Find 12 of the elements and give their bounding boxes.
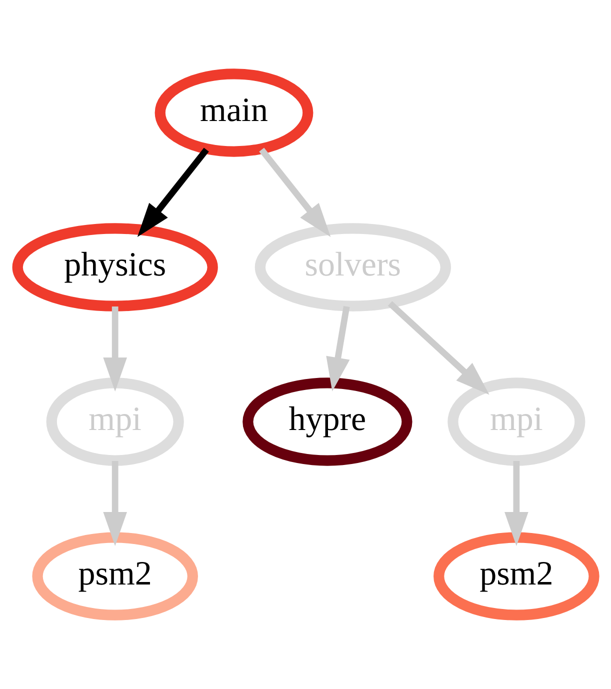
node-ellipse: psm2	[433, 532, 599, 620]
node-ellipse: main	[154, 68, 313, 157]
node-ellipse: hypre	[242, 378, 412, 466]
arrow	[326, 306, 350, 392]
node-ellipse: physics	[12, 223, 218, 312]
node-ellipse: psm2	[32, 532, 198, 620]
arrow	[102, 306, 126, 392]
arrow	[504, 461, 528, 546]
arrow	[102, 461, 126, 546]
arrow	[258, 148, 330, 237]
arrow	[387, 301, 489, 395]
arrow	[136, 148, 208, 237]
